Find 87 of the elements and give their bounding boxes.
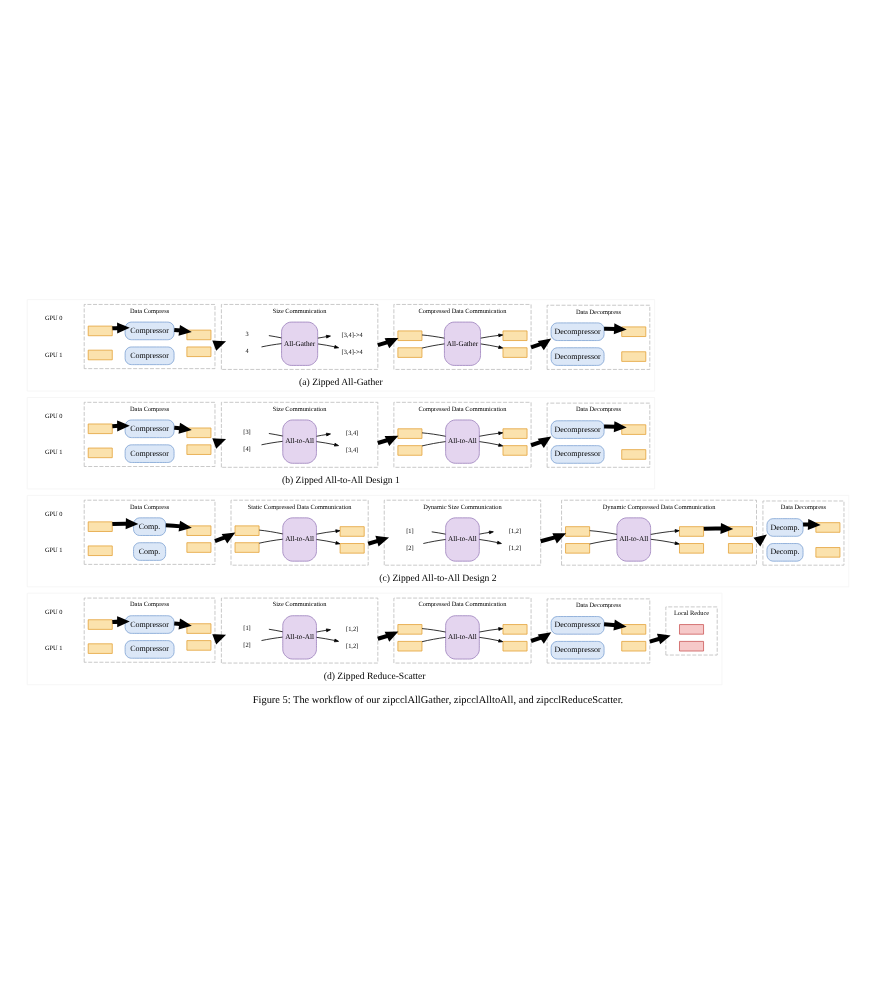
node-bar: [679, 623, 704, 634]
arrow: [316, 635, 339, 642]
node-bar: [621, 325, 647, 336]
node-bar: [87, 642, 113, 653]
connector: [421, 431, 446, 436]
node-bar: [339, 525, 365, 536]
arrow: [703, 522, 734, 533]
node-bar: [502, 623, 528, 634]
node-bar: [234, 541, 260, 552]
arrow: [479, 440, 504, 446]
connector: [431, 530, 446, 534]
node-bar: [87, 446, 113, 458]
arrow: [479, 430, 504, 436]
connector: [268, 334, 282, 338]
node-bar: [679, 640, 704, 651]
arrow: [479, 635, 504, 642]
connector: [268, 627, 284, 632]
node-bar: [87, 324, 113, 336]
node-bar: [186, 639, 212, 650]
arrow: [112, 517, 139, 529]
arrow: [479, 626, 504, 632]
node-bar: [186, 345, 212, 356]
node-bar: [679, 542, 704, 553]
arrow: [316, 431, 331, 436]
arrow: [317, 333, 331, 338]
connector: [421, 333, 445, 338]
arrow: [316, 538, 341, 544]
node-bar: [621, 640, 647, 651]
connector: [422, 538, 446, 543]
arrow: [540, 532, 567, 543]
node-bar: [502, 444, 528, 455]
node-bar: [186, 524, 212, 535]
node-bar: [621, 423, 647, 434]
node-bar: [339, 542, 365, 553]
node-bar: [565, 525, 591, 536]
node-bar: [397, 623, 423, 634]
connector: [421, 627, 446, 632]
connector: [261, 342, 282, 347]
node-bar: [502, 329, 528, 340]
node-bar: [186, 426, 212, 437]
node-bar: [502, 427, 528, 438]
node-bar: [397, 346, 423, 357]
arrow: [650, 528, 680, 534]
node-bar: [397, 427, 423, 438]
node-bar: [565, 542, 591, 553]
node-bar: [87, 348, 113, 360]
connector: [589, 537, 618, 544]
node-bar: [397, 329, 423, 340]
connector: [421, 342, 445, 348]
node-bar: [621, 448, 647, 459]
node-bar: [679, 525, 704, 536]
connector: [258, 528, 284, 534]
arrow: [479, 529, 494, 534]
node-bar: [397, 444, 423, 455]
node-bar: [621, 623, 647, 634]
node-bar: [728, 525, 753, 536]
node-bar: [186, 622, 212, 633]
node-bar: [621, 350, 647, 361]
node-bar: [397, 640, 423, 651]
connector: [258, 537, 284, 543]
arrow: [650, 537, 680, 544]
node-bar: [87, 618, 113, 629]
connector: [261, 439, 283, 445]
node-bar: [87, 422, 113, 433]
arrow: [479, 538, 502, 544]
connector: [589, 529, 618, 534]
node-bar: [502, 640, 528, 651]
node-bar: [186, 443, 212, 454]
arrow: [480, 342, 504, 348]
connector: [421, 635, 446, 642]
node-bar: [815, 546, 841, 557]
node-bar: [186, 541, 212, 552]
connector: [421, 440, 446, 446]
arrow: [480, 332, 504, 338]
arrow: [317, 342, 339, 348]
connector: [268, 432, 284, 436]
node-bar: [502, 346, 528, 357]
node-bar: [234, 524, 260, 535]
node-bar: [87, 544, 113, 555]
node-bar: [186, 328, 212, 340]
arrow: [316, 627, 331, 632]
connector: [261, 635, 283, 640]
node-bar: [728, 542, 753, 553]
node-bar: [815, 521, 841, 532]
arrow: [316, 440, 339, 446]
node-bar: [87, 520, 113, 531]
arrow: [316, 528, 341, 534]
